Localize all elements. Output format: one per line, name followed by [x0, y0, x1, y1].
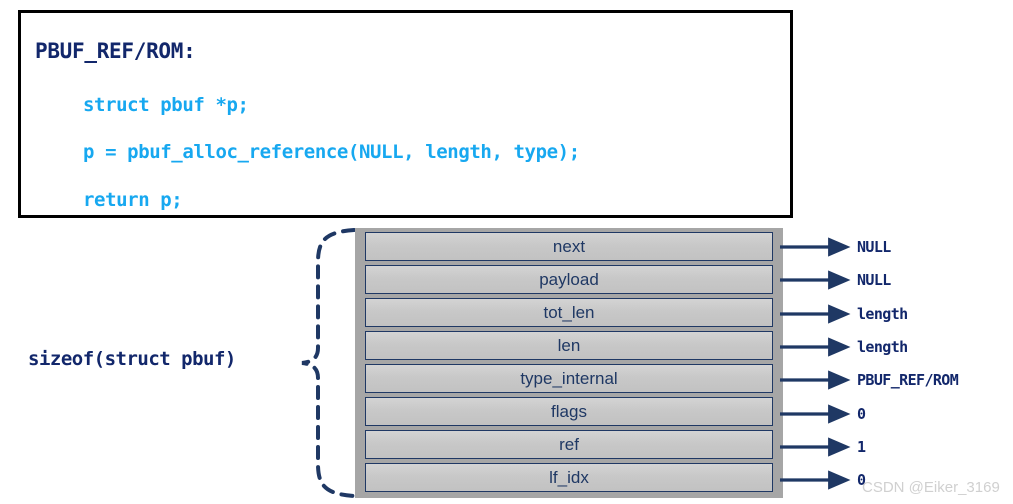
code-line-1: struct pbuf *p;: [83, 94, 249, 116]
watermark: CSDN @Eiker_3169: [862, 479, 1000, 496]
field-value-label: 0: [857, 405, 866, 423]
field-value-arrows: [780, 237, 851, 490]
struct-field-row: flags: [365, 397, 773, 426]
struct-field-row: tot_len: [365, 298, 773, 327]
dashed-brace-icon: [301, 228, 356, 498]
field-value-label: NULL: [857, 238, 891, 256]
pbuf-struct-block: next payload tot_len len type_internal f…: [355, 228, 783, 498]
field-value-label: NULL: [857, 271, 891, 289]
field-value-label: length: [857, 338, 908, 356]
struct-field-row: next: [365, 232, 773, 261]
field-value-label: 1: [857, 438, 866, 456]
field-value-label: PBUF_REF/ROM: [857, 371, 959, 389]
code-line-3: return p;: [83, 189, 183, 211]
code-block-title: PBUF_REF/ROM:: [35, 39, 196, 63]
code-line-2: p = pbuf_alloc_reference(NULL, length, t…: [83, 141, 580, 163]
field-value-label: length: [857, 305, 908, 323]
struct-field-row: payload: [365, 265, 773, 294]
code-block: PBUF_REF/ROM: struct pbuf *p; p = pbuf_a…: [18, 10, 793, 218]
struct-field-row: len: [365, 331, 773, 360]
sizeof-label: sizeof(struct pbuf): [28, 348, 236, 370]
struct-field-row: lf_idx: [365, 463, 773, 492]
struct-field-row: ref: [365, 430, 773, 459]
field-value-label: 0: [857, 471, 866, 489]
struct-field-row: type_internal: [365, 364, 773, 393]
